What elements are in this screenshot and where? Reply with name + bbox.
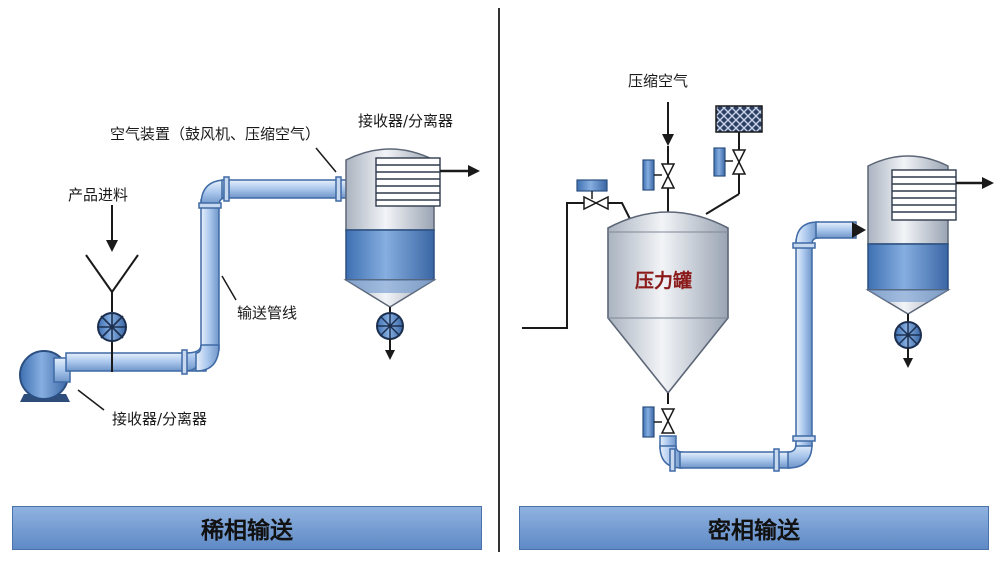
- footer-dilute-phase: 稀相输送: [12, 506, 482, 550]
- air-supply-line: [522, 202, 631, 329]
- leader-pipeline: [221, 275, 237, 301]
- receiver-separator-right: [865, 155, 957, 315]
- leader-receiver-bottom: [77, 389, 105, 411]
- conveying-pipeline: [65, 176, 353, 375]
- valve-top-icon: [642, 159, 676, 191]
- label-product-feed: 产品进料: [68, 186, 128, 204]
- blower-icon: [19, 350, 71, 402]
- discharge-valve-left: [376, 307, 404, 360]
- feed-arrow: [106, 205, 118, 252]
- label-compressed-air: 压缩空气: [628, 72, 688, 90]
- footer-dense-phase: 密相输送: [519, 506, 989, 550]
- compressed-air-arrow: [662, 102, 674, 212]
- exhaust-arrow-right: [956, 177, 994, 189]
- valve-bottom-icon: [642, 406, 676, 438]
- receiver-separator-left: [343, 148, 441, 308]
- filter-bags: [891, 169, 957, 221]
- label-pressure-tank: 压力罐: [635, 269, 692, 292]
- feed-funnel: [85, 254, 139, 372]
- exhaust-arrow-left: [440, 165, 480, 177]
- label-air-device: 空气装置（鼓风机、压缩空气）: [110, 125, 320, 143]
- flow-arrow-right-pipe: [852, 222, 866, 238]
- leader-air-device: [315, 147, 337, 173]
- label-receiver-bottom: 接收器/分离器: [112, 410, 207, 428]
- valve-side-icon: [576, 179, 609, 211]
- rotary-valve-icon: [97, 312, 127, 342]
- dense-phase-pipeline: [659, 221, 857, 472]
- filter-bags: [375, 157, 441, 207]
- pressure-tank: [607, 211, 729, 404]
- valve-vent-icon: [713, 147, 747, 177]
- discharge-valve-right: [894, 314, 922, 368]
- label-receiver-top: 接收器/分离器: [358, 112, 453, 130]
- label-pipeline: 输送管线: [237, 304, 297, 322]
